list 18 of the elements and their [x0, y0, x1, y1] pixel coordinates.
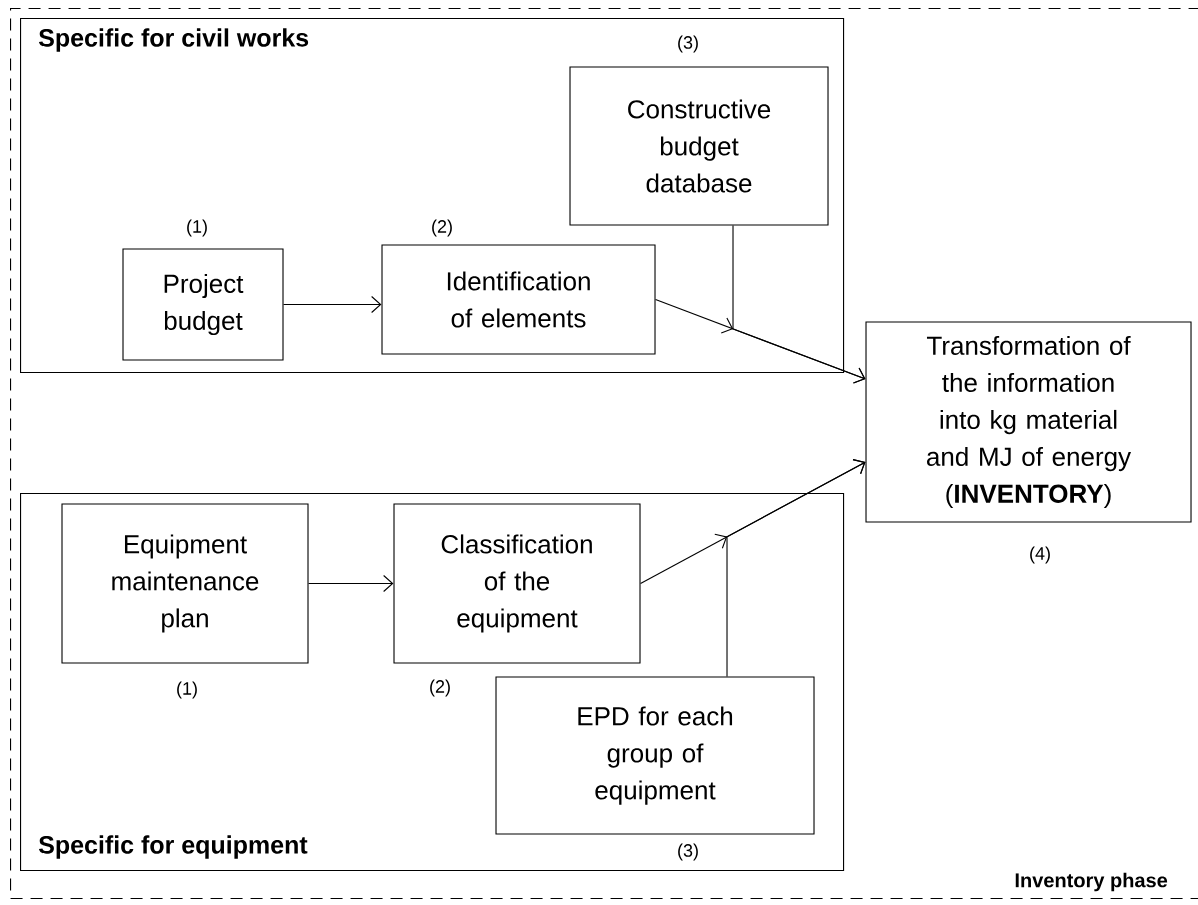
process-box: EPD for each group of equipment [495, 676, 815, 835]
process-box: Identification of elements [381, 244, 656, 355]
step-number: (3) [678, 35, 698, 53]
step-number: (4) [1030, 546, 1050, 564]
process-box: Transformation of the information into kg material and MJ of energy (INVENTORY) [865, 321, 1192, 523]
arrow [714, 459, 866, 677]
arrow [720, 225, 866, 384]
arrow [308, 574, 394, 593]
arrow [283, 295, 382, 314]
process-box: Project budget [122, 248, 284, 361]
step-number: (2) [432, 219, 452, 237]
step-number: (1) [187, 219, 207, 237]
process-box: Equipment maintenance plan [61, 503, 309, 664]
step-number: (1) [177, 681, 197, 699]
step-number: (2) [430, 679, 450, 697]
step-number: (3) [678, 843, 698, 861]
process-box: Constructive budget database [569, 66, 829, 226]
process-box: Classification of the equipment [393, 503, 641, 664]
